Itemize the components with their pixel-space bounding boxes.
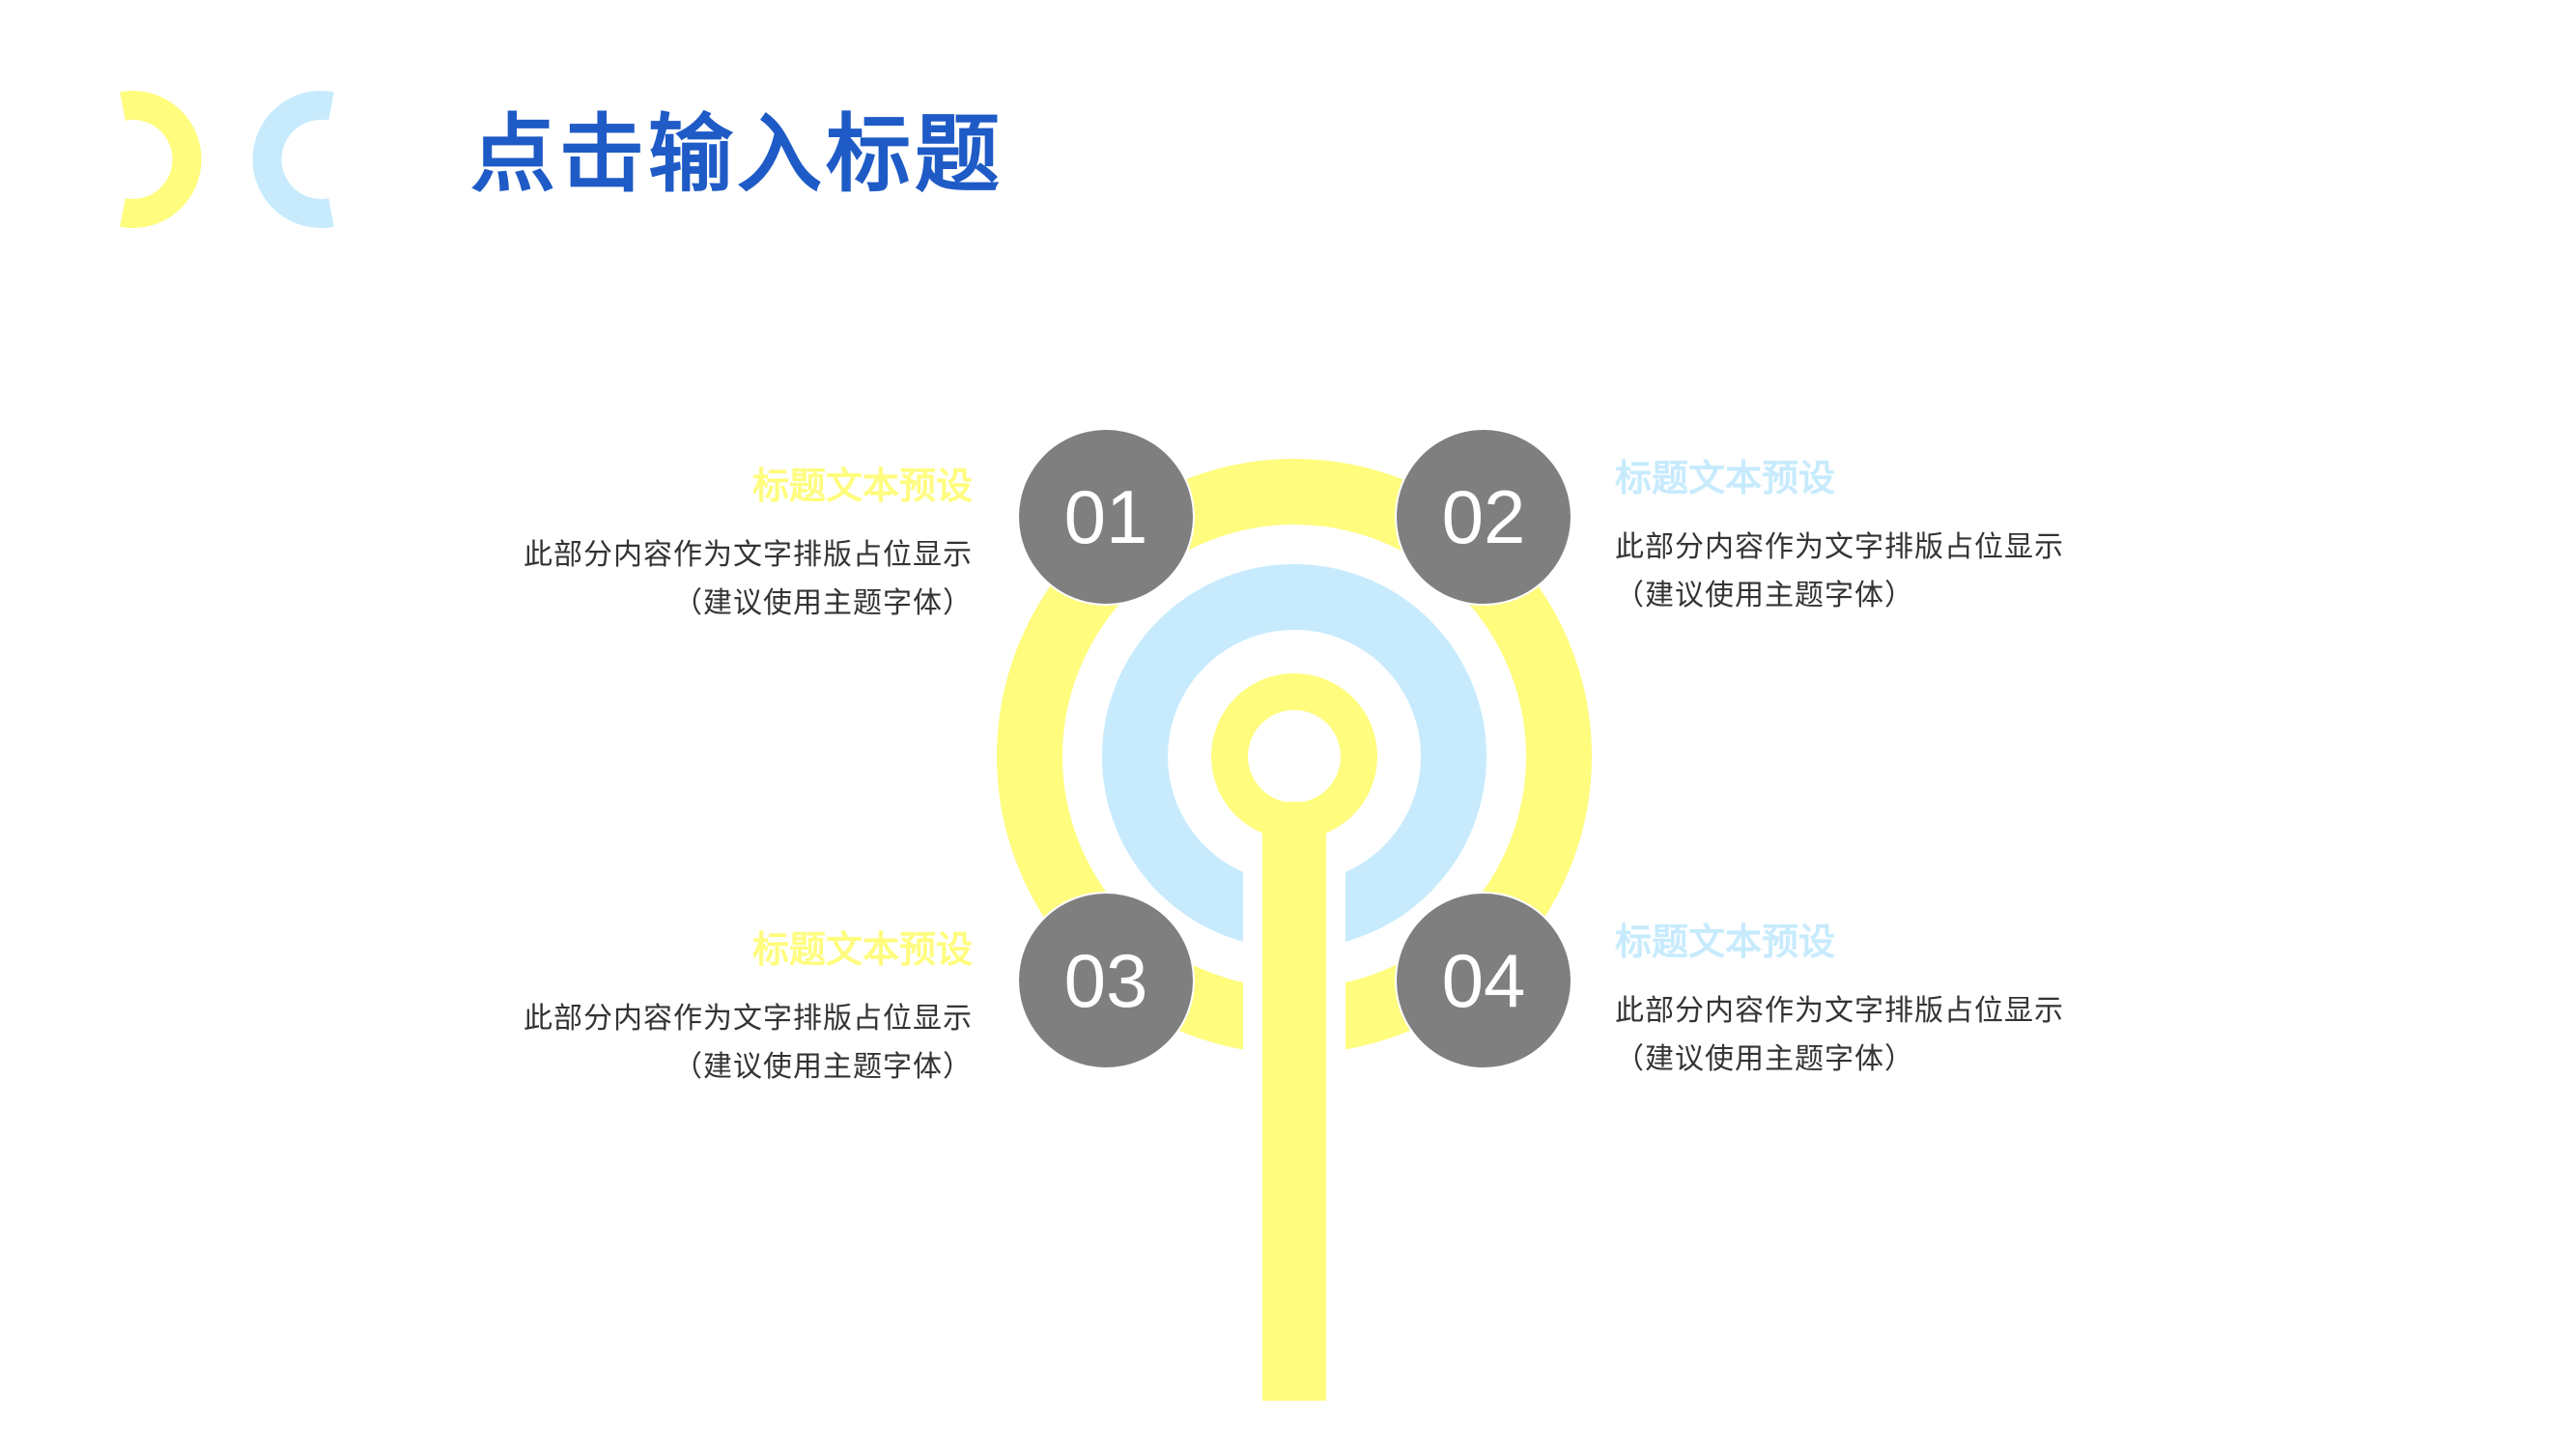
badge-03: 03 bbox=[1019, 894, 1193, 1067]
badge-02: 02 bbox=[1397, 430, 1571, 604]
block-body-01-line2: （建议使用主题字体） bbox=[673, 586, 973, 620]
text-block-03: 标题文本预设 此部分内容作为文字排版占位显示 （建议使用主题字体） bbox=[432, 925, 973, 1092]
block-body-01-line1: 此部分内容作为文字排版占位显示 bbox=[524, 538, 973, 572]
text-block-04: 标题文本预设 此部分内容作为文字排版占位显示 （建议使用主题字体） bbox=[1615, 918, 2156, 1084]
inner-yellow-ring bbox=[1211, 673, 1377, 839]
page-title: 点击输入标题 bbox=[470, 104, 1005, 204]
block-body-02: 此部分内容作为文字排版占位显示 （建议使用主题字体） bbox=[1615, 524, 2156, 620]
badge-04: 04 bbox=[1397, 894, 1571, 1067]
double-c-logo-icon bbox=[120, 91, 334, 228]
block-body-02-line2: （建议使用主题字体） bbox=[1615, 579, 1914, 612]
block-body-04-line1: 此部分内容作为文字排版占位显示 bbox=[1615, 994, 2064, 1028]
block-body-04: 此部分内容作为文字排版占位显示 （建议使用主题字体） bbox=[1615, 987, 2156, 1084]
block-body-01: 此部分内容作为文字排版占位显示 （建议使用主题字体） bbox=[432, 531, 973, 628]
block-title-01: 标题文本预设 bbox=[751, 465, 973, 507]
logo-yellow-arc bbox=[120, 91, 202, 228]
logo-blue-arc bbox=[252, 91, 334, 228]
stem-neck bbox=[1262, 802, 1326, 831]
block-title-04: 标题文本预设 bbox=[1615, 921, 1836, 963]
block-body-03: 此部分内容作为文字排版占位显示 （建议使用主题字体） bbox=[432, 995, 973, 1092]
yellow-stem bbox=[1262, 816, 1326, 1401]
text-block-02: 标题文本预设 此部分内容作为文字排版占位显示 （建议使用主题字体） bbox=[1615, 454, 2156, 620]
text-block-01: 标题文本预设 此部分内容作为文字排版占位显示 （建议使用主题字体） bbox=[432, 462, 973, 628]
block-title-02: 标题文本预设 bbox=[1615, 457, 1836, 499]
block-body-04-line2: （建议使用主题字体） bbox=[1615, 1042, 1914, 1076]
block-body-03-line2: （建议使用主题字体） bbox=[673, 1050, 973, 1084]
block-body-02-line1: 此部分内容作为文字排版占位显示 bbox=[1615, 530, 2064, 564]
block-title-03: 标题文本预设 bbox=[751, 928, 973, 971]
badge-01: 01 bbox=[1019, 430, 1193, 604]
block-body-03-line1: 此部分内容作为文字排版占位显示 bbox=[524, 1002, 973, 1036]
